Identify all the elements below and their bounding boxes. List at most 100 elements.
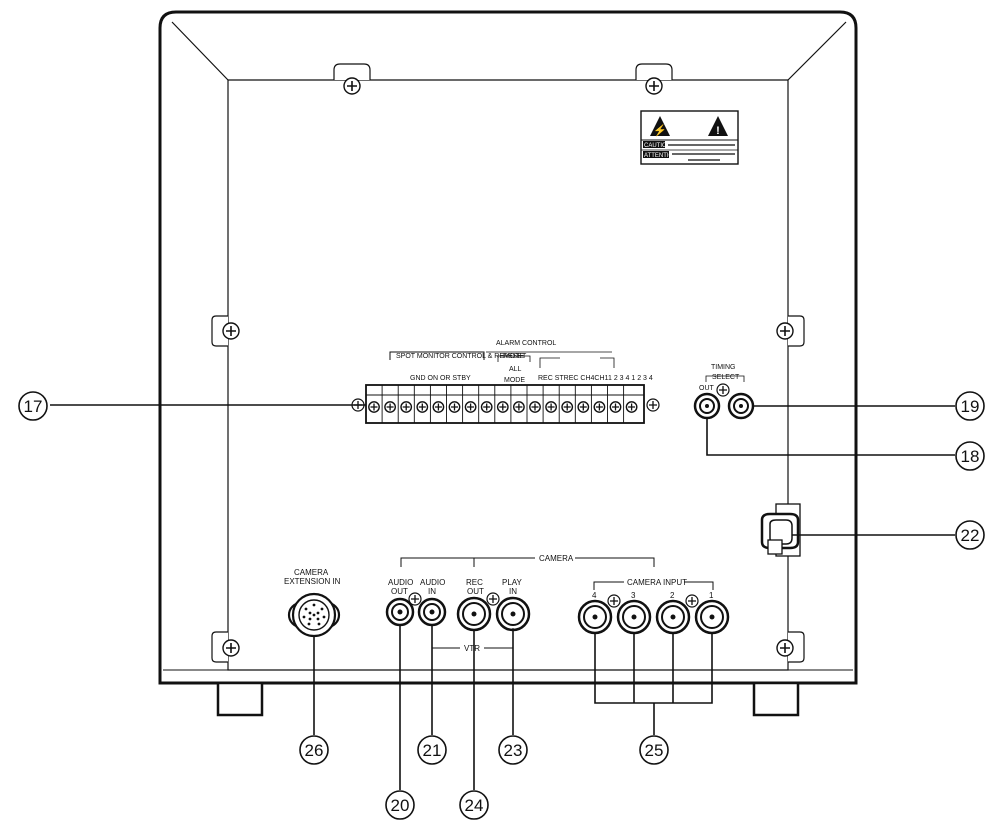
camera-input-2-jack[interactable] — [655, 599, 691, 635]
terminal-screw[interactable] — [526, 385, 541, 423]
power-cord-clamp — [760, 503, 801, 557]
callout-21: 21 — [417, 735, 447, 765]
connector-pin — [308, 611, 312, 615]
callout-18-text: 18 — [961, 447, 980, 466]
svg-text:⚡: ⚡ — [653, 124, 667, 137]
connector-pin — [322, 615, 326, 619]
camera-input-3-jack[interactable] — [616, 599, 652, 635]
mode-label: MODE — [504, 377, 525, 384]
cabinet-outline — [158, 10, 858, 685]
callout-22: 22 — [955, 520, 985, 550]
terminal-screw[interactable] — [365, 385, 380, 423]
ch3-label: 3 — [631, 591, 636, 600]
connector-pin — [312, 603, 316, 607]
audio-in-label: AUDIO — [420, 578, 445, 587]
left-foot — [216, 681, 264, 717]
callout-19-text: 19 — [961, 397, 980, 416]
spot-monitor-label: SPOT MONITOR CONTROL & REMOTE — [396, 353, 525, 360]
callout-25: 25 — [639, 735, 669, 765]
callout-20-text: 20 — [391, 796, 410, 815]
ch2-label: 2 — [670, 591, 675, 600]
gnd-row-label: GND ON OR STBY — [410, 375, 471, 382]
terminal-screw[interactable] — [607, 385, 622, 423]
play-in-label: PLAY — [502, 578, 523, 587]
terminal-screw[interactable] — [623, 385, 638, 423]
terminal-screw[interactable] — [462, 385, 477, 423]
terminal-screw[interactable] — [397, 385, 413, 423]
terminal-screw[interactable] — [429, 385, 445, 423]
terminal-screw[interactable] — [542, 385, 557, 423]
terminal-screw[interactable] — [558, 385, 574, 423]
connector-pin — [316, 617, 320, 621]
warning-triangle-icon — [650, 116, 670, 136]
callout-17-text: 17 — [24, 397, 43, 416]
rec-out-label: REC — [466, 578, 483, 587]
timing-select-in-jack[interactable] — [727, 392, 755, 420]
terminal-screw[interactable] — [381, 385, 396, 423]
rec-out-jack[interactable] — [456, 596, 492, 632]
terminal-screw[interactable] — [478, 385, 493, 423]
callout-25-text: 25 — [645, 741, 664, 760]
connector-pin — [317, 622, 321, 626]
screw-bracket-top-left — [333, 63, 371, 95]
connector-pin — [308, 617, 312, 621]
timing-select-out-jack[interactable] — [693, 392, 721, 420]
terminal-screw[interactable] — [510, 385, 525, 423]
audio-out-jack[interactable] — [385, 597, 415, 627]
camera-extension-group: CAMERA EXTENSION IN — [284, 568, 341, 586]
timing-select-group: TIMING SELECT OUT — [699, 364, 745, 397]
camera-input-4-jack[interactable] — [577, 599, 613, 635]
connector-pin — [304, 607, 308, 611]
all-label: ALL — [509, 366, 522, 373]
caution-text: CAUTION — [644, 143, 671, 149]
camera-input-label-group: CAMERA INPUT 4 3 2 1 — [592, 576, 714, 600]
ch1-label: 1 — [709, 591, 714, 600]
screw-right-bottom — [776, 631, 805, 663]
callout-26-text: 26 — [305, 741, 324, 760]
callout-18: 18 — [955, 441, 985, 471]
callout-21-text: 21 — [423, 741, 442, 760]
caution-label: ⚡ ! CAUTION ATTENTION — [640, 110, 739, 165]
leader-lines — [50, 404, 955, 790]
bevel-top-right — [787, 21, 847, 81]
connector-pin — [307, 622, 311, 626]
connector-pin — [316, 611, 320, 615]
callout-19: 19 — [955, 391, 985, 421]
alarm-control-label: ALARM CONTROL — [496, 340, 556, 347]
callout-23: 23 — [498, 735, 528, 765]
terminal-screw[interactable] — [446, 385, 461, 423]
rec-out-sub-label: OUT — [467, 587, 484, 596]
screw-bracket-top-right — [635, 63, 673, 95]
terminal-screw[interactable] — [494, 385, 509, 423]
connector-pin — [320, 607, 324, 611]
attention-text: ATTENTION — [644, 153, 678, 159]
screw-right-mid — [776, 315, 805, 347]
right-foot — [752, 681, 800, 717]
channel-row-label: 1 2 3 4 1 2 3 4 — [608, 375, 653, 382]
terminal-screw[interactable] — [413, 385, 429, 423]
play-in-jack[interactable] — [495, 596, 531, 632]
callout-26: 26 — [299, 735, 329, 765]
audio-out-label: AUDIO — [388, 578, 413, 587]
screw-left-bottom — [211, 631, 240, 663]
terminal-labels: SPOT MONITOR CONTROL & REMOTE ALARM CONT… — [389, 340, 653, 384]
warning-triangle-icon — [708, 116, 728, 136]
camera-extension-connector[interactable] — [287, 592, 341, 638]
callout-24-text: 24 — [465, 796, 484, 815]
terminal-screw[interactable] — [590, 385, 606, 423]
timing-out-label: OUT — [699, 385, 715, 392]
audio-in-jack[interactable] — [417, 597, 447, 627]
camera-input-label: CAMERA INPUT — [627, 578, 687, 587]
rec-out-label-group: REC OUT — [466, 578, 484, 596]
play-in-sub-label: IN — [509, 587, 517, 596]
svg-text:!: ! — [716, 125, 720, 137]
play-in-label-group: PLAY IN — [502, 578, 523, 596]
connector-pin — [302, 615, 306, 619]
extension-in-label: EXTENSION IN — [284, 577, 341, 586]
camera-input-1-jack[interactable] — [694, 599, 730, 635]
camera-extension-label: CAMERA — [294, 568, 329, 577]
callout-22-text: 22 — [961, 526, 980, 545]
callout-24: 24 — [459, 790, 489, 820]
terminal-screw[interactable] — [574, 385, 590, 423]
select-label: SELECT — [712, 374, 740, 381]
